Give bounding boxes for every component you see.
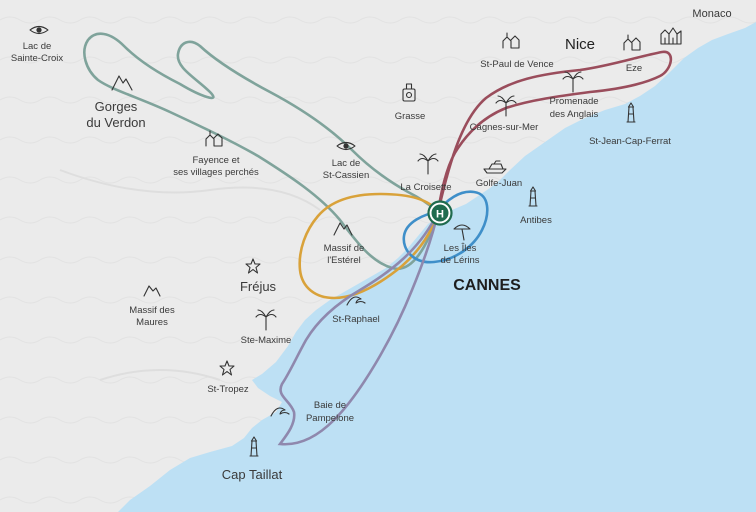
- label-maures-1: Massif des: [129, 305, 175, 316]
- star-icon: [219, 360, 235, 376]
- label-lac-st-croix-2: Sainte-Croix: [11, 53, 64, 64]
- label-cap-taillat: Cap Taillat: [222, 467, 283, 482]
- label-esterel-1: Massif de: [324, 243, 365, 254]
- mountain-icon: [111, 75, 133, 91]
- route-gorges-du-verdon[interactable]: [83, 32, 440, 271]
- route-nice-monaco[interactable]: [436, 50, 673, 214]
- palm-tree-icon: [562, 71, 584, 93]
- label-lac-st-cassien-1: Lac de: [332, 158, 361, 169]
- label-lac-st-cassien-2: St-Cassien: [323, 170, 369, 181]
- star-icon: [245, 258, 261, 274]
- wave-icon: [270, 407, 290, 417]
- sea: [118, 22, 756, 512]
- helipad-icon[interactable]: H: [427, 200, 453, 226]
- wave-icon: [346, 296, 366, 306]
- label-cannes: CANNES: [453, 277, 521, 294]
- palm-tree-icon: [495, 95, 517, 117]
- label-frejus: Fréjus: [240, 279, 277, 294]
- label-eze: Eze: [626, 63, 642, 74]
- terrain-line: [59, 169, 321, 211]
- label-cagnes: Cagnes-sur-Mer: [470, 122, 539, 133]
- label-ste-maxime: Ste-Maxime: [241, 335, 292, 346]
- label-lerins-1: Les Îles: [444, 243, 477, 254]
- route-esterel[interactable]: [298, 192, 440, 300]
- label-esterel-2: l'Estérel: [327, 255, 361, 266]
- label-st-tropez: St-Tropez: [207, 384, 249, 395]
- mountain-icon: [143, 285, 161, 297]
- eye-icon: [29, 25, 49, 35]
- helipad-label: H: [436, 209, 444, 221]
- perfume-icon: [402, 83, 416, 102]
- label-golfe-juan: Golfe-Juan: [476, 178, 522, 189]
- label-la-croisette: La Croisette: [400, 182, 451, 193]
- label-lac-st-croix-1: Lac de: [23, 41, 52, 52]
- village-icon: [205, 130, 223, 147]
- beach-umbrella-icon: [453, 224, 471, 241]
- lighthouse-icon: [626, 102, 636, 123]
- mountain-icon: [333, 222, 353, 236]
- palm-tree-icon: [417, 153, 439, 175]
- label-pampelonne-1: Baie de: [314, 400, 346, 411]
- label-gorges-2: du Verdon: [86, 115, 145, 130]
- label-fayence-2: ses villages perchés: [173, 167, 259, 178]
- label-st-jean: St-Jean-Cap-Ferrat: [589, 136, 671, 147]
- route-iles-de-lerins[interactable]: [402, 190, 489, 264]
- lighthouse-icon: [249, 436, 259, 457]
- palace-icon: [660, 27, 682, 45]
- label-promenade-2: des Anglais: [550, 109, 599, 120]
- palm-tree-icon: [255, 309, 277, 331]
- label-lerins-2: de Lérins: [440, 255, 479, 266]
- village-icon: [502, 32, 520, 49]
- village-icon: [623, 34, 641, 51]
- label-maures-2: Maures: [136, 317, 168, 328]
- label-nice: Nice: [565, 36, 595, 53]
- label-promenade-1: Promenade: [549, 96, 598, 107]
- yacht-icon: [483, 160, 507, 174]
- label-pampelonne-2: Pampelone: [306, 413, 354, 424]
- label-st-paul: St-Paul de Vence: [480, 59, 553, 70]
- label-fayence-1: Fayence et: [193, 155, 240, 166]
- label-st-raphael: St-Raphael: [332, 314, 380, 325]
- route-cap-taillat[interactable]: [277, 210, 440, 446]
- label-grasse: Grasse: [395, 111, 426, 122]
- eye-icon: [336, 141, 356, 151]
- terrain-line: [99, 369, 221, 381]
- lighthouse-icon: [528, 186, 538, 207]
- label-monaco: Monaco: [692, 8, 731, 20]
- label-gorges-1: Gorges: [95, 99, 138, 114]
- label-antibes: Antibes: [520, 215, 552, 226]
